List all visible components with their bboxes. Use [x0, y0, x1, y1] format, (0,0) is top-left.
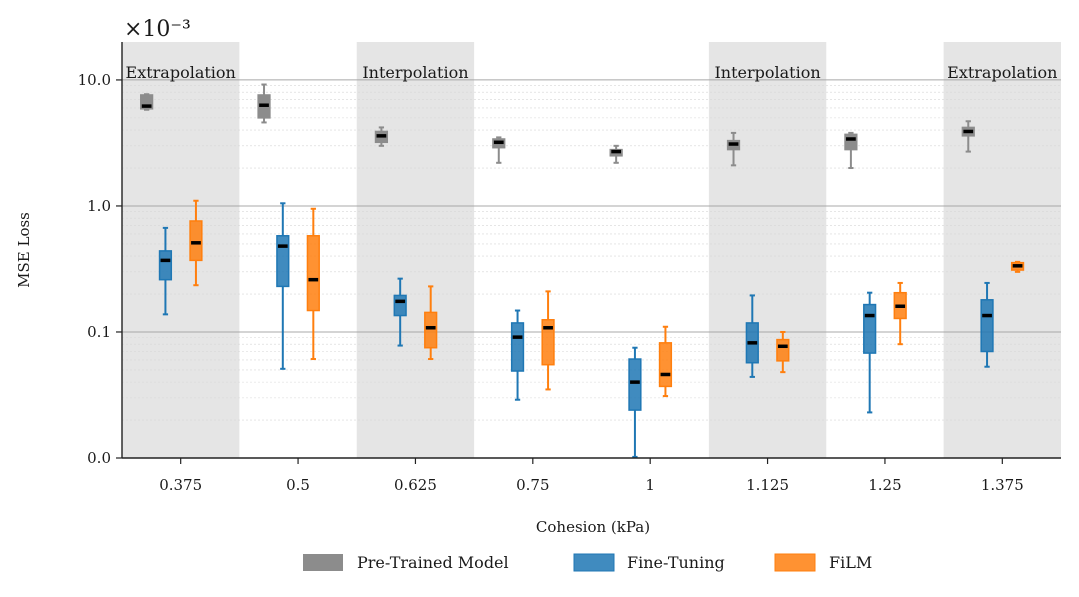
x-tick-label-6: 1.25: [868, 476, 901, 494]
y-axis-label: MSE Loss: [15, 212, 33, 288]
box-pre-trained-model-6: [844, 131, 858, 170]
box-pre-trained-model-5: [726, 131, 741, 167]
box-pre-trained-model-4: [609, 144, 623, 164]
box-series: [140, 83, 1025, 458]
box-fine-tuning-0: [158, 226, 173, 316]
box-iqr: [844, 133, 858, 151]
box-iqr: [628, 358, 642, 411]
box-film-3: [541, 290, 555, 391]
grid-lines: [122, 79, 1061, 421]
x-tick-label-0: 0.375: [159, 476, 202, 494]
box-iqr: [980, 299, 994, 353]
x-tick-label-3: 0.75: [516, 476, 549, 494]
region-label-6: Extrapolation: [947, 63, 1057, 82]
x-tick-label-4: 1: [645, 476, 655, 494]
box-film-7: [1010, 260, 1025, 273]
box-iqr: [863, 303, 877, 354]
region-label-4: Interpolation: [714, 63, 820, 82]
box-fine-tuning-1: [276, 202, 290, 370]
box-film-1: [306, 207, 320, 361]
box-pre-trained-model-0: [140, 93, 154, 111]
legend-swatch-film: [774, 553, 816, 572]
box-fine-tuning-6: [863, 291, 877, 414]
region-shade-4: [708, 42, 827, 458]
x-axis-label: Cohesion (kPa): [536, 518, 650, 536]
axes: 0.0 0.1 1.0 10.0 0.375 0.5 0.625 0.75 1 1.125 1.25…: [78, 42, 1061, 494]
box-iqr: [306, 235, 320, 312]
legend-label-finetuning: Fine-Tuning: [627, 553, 725, 572]
box-film-6: [893, 281, 907, 346]
y-tick-label-0: 0.0: [87, 449, 111, 467]
box-iqr: [158, 250, 173, 281]
box-iqr: [776, 338, 790, 362]
y-axis-scale-label: ×10⁻³: [124, 17, 191, 42]
box-iqr: [189, 220, 203, 262]
region-label-2: Interpolation: [362, 63, 468, 82]
box-iqr: [393, 294, 407, 317]
box-pre-trained-model-2: [374, 126, 389, 147]
box-iqr: [510, 322, 525, 372]
box-film-4: [658, 325, 673, 398]
region-shade-2: [356, 42, 475, 458]
box-iqr: [658, 342, 673, 388]
legend-label-film: FiLM: [829, 553, 872, 572]
region-shade-6: [943, 42, 1061, 458]
region-shading: [122, 42, 1061, 458]
box-fine-tuning-2: [393, 277, 407, 347]
box-fine-tuning-4: [628, 346, 642, 458]
legend-swatch-finetuning: [573, 553, 615, 572]
x-tick-label-5: 1.125: [746, 476, 789, 494]
box-iqr: [140, 94, 154, 110]
y-tick-label-3: 10.0: [78, 71, 111, 89]
region-label-0: Extrapolation: [126, 63, 236, 82]
y-tick-label-1: 0.1: [87, 323, 111, 341]
box-fine-tuning-3: [510, 309, 525, 401]
x-tick-label-2: 0.625: [394, 476, 437, 494]
box-iqr: [276, 235, 290, 288]
box-iqr: [424, 311, 438, 349]
x-tick-label-1: 0.5: [286, 476, 310, 494]
box-iqr: [541, 319, 555, 366]
legend-label-pretrained: Pre-Trained Model: [357, 553, 509, 572]
box-fine-tuning-7: [980, 281, 994, 368]
box-film-2: [424, 285, 438, 361]
box-film-5: [776, 330, 790, 374]
y-tick-label-2: 1.0: [87, 197, 111, 215]
box-film-0: [189, 199, 203, 287]
box-pre-trained-model-1: [257, 83, 271, 124]
region-shade-0: [122, 42, 240, 458]
legend: Pre-Trained Model Fine-Tuning FiLM: [303, 553, 872, 572]
box-pre-trained-model-3: [492, 136, 506, 164]
box-pre-trained-model-7: [961, 120, 975, 153]
region-labels: Extrapolation Interpolation Interpolation E…: [126, 63, 1058, 82]
x-tick-label-7: 1.375: [981, 476, 1024, 494]
legend-swatch-pretrained: [303, 554, 343, 571]
box-fine-tuning-5: [745, 294, 759, 378]
